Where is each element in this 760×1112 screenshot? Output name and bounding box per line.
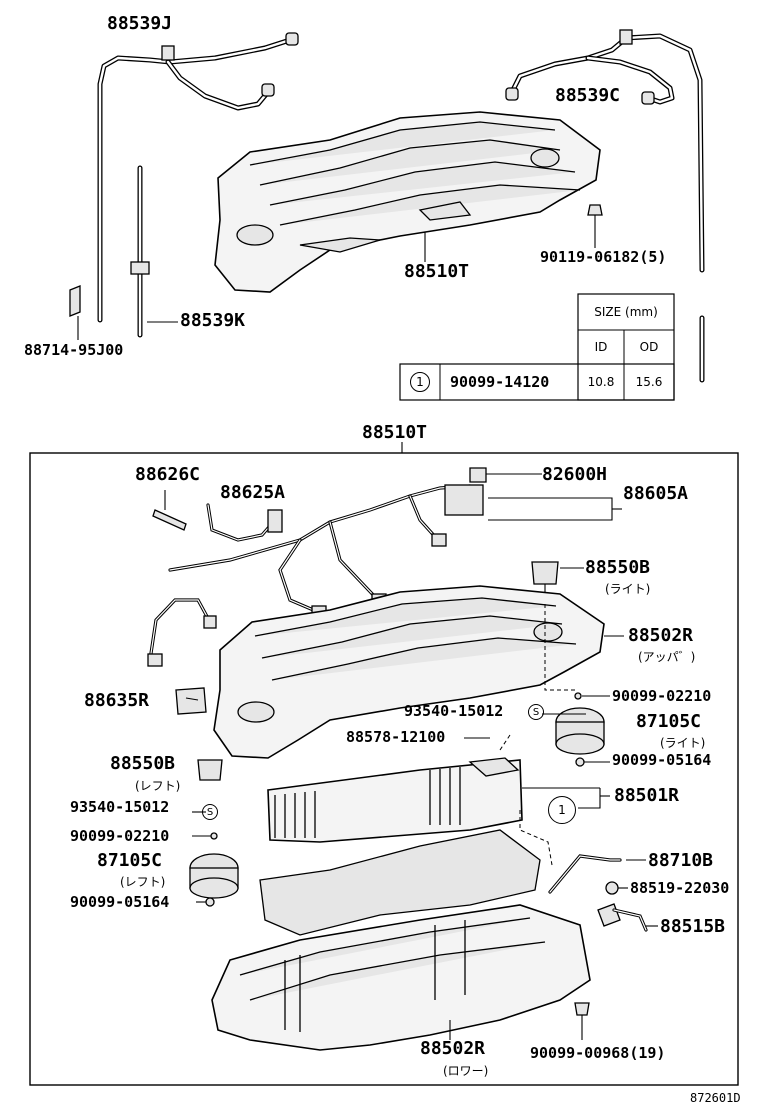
clip-88519 bbox=[605, 881, 628, 895]
label-90099-05164-right: 90099-05164 bbox=[612, 751, 712, 769]
size-table-col-id: ID bbox=[594, 340, 608, 354]
label-93540-15012-left: 93540-15012 bbox=[70, 798, 170, 816]
label-88578-12100: 88578-12100 bbox=[346, 728, 446, 746]
label-88710B: 88710B bbox=[648, 850, 714, 871]
size-table-id-value: 10.8 bbox=[587, 375, 615, 389]
label-90099-05164-left: 90099-05164 bbox=[70, 893, 170, 911]
leader-lines bbox=[185, 692, 610, 907]
label-88502R-lower: 88502R bbox=[420, 1038, 486, 1059]
label-90099-02210-right: 90099-02210 bbox=[612, 687, 712, 705]
size-table-header: SIZE (mm) bbox=[594, 305, 658, 319]
size-table-ref-circle: 1 bbox=[410, 372, 430, 392]
relay-82600H bbox=[469, 467, 542, 483]
blower-87105C-right bbox=[555, 707, 605, 755]
s-marker-left: S bbox=[202, 804, 218, 820]
air-conditioner-unit-top bbox=[214, 111, 601, 293]
size-table-lines bbox=[399, 293, 675, 401]
label-88539C: 88539C bbox=[555, 85, 621, 106]
evaporator-88501R bbox=[267, 757, 610, 843]
label-88502R-upper-note: (アッパ゛) bbox=[638, 650, 696, 664]
label-88626C: 88626C bbox=[135, 464, 201, 485]
label-88550B-left: 88550B bbox=[110, 753, 176, 774]
label-88502R-lower-note: (ロワー) bbox=[443, 1064, 489, 1078]
callout-1-marker: 1 bbox=[548, 796, 576, 824]
exploded-view-frame bbox=[29, 442, 739, 1086]
label-88539K: 88539K bbox=[180, 310, 246, 331]
wire-harness-88605A bbox=[147, 484, 622, 667]
label-87105C-right-note: (ライト) bbox=[660, 736, 706, 750]
size-table-col-od: OD bbox=[639, 340, 659, 354]
upper-case-88502R bbox=[213, 585, 624, 759]
label-88550B-right: 88550B bbox=[585, 557, 651, 578]
label-88625A: 88625A bbox=[220, 482, 286, 503]
servo-motor-88550B-left bbox=[197, 759, 223, 781]
blower-87105C-left bbox=[189, 853, 239, 899]
label-88550B-left-note: (レフト) bbox=[135, 779, 181, 793]
label-87105C-left: 87105C bbox=[97, 850, 163, 871]
hose-88539J bbox=[97, 32, 299, 323]
label-88501R: 88501R bbox=[614, 785, 680, 806]
label-88605A: 88605A bbox=[623, 483, 689, 504]
dashed-guides bbox=[499, 604, 578, 866]
size-table-id-wrap: 10.8 bbox=[578, 364, 624, 400]
label-82600H: 82600H bbox=[542, 464, 608, 485]
label-88515B: 88515B bbox=[660, 916, 726, 937]
label-88510T-top: 88510T bbox=[404, 261, 470, 282]
hose-88539K bbox=[130, 165, 178, 338]
label-90099-00968: 90099-00968(19) bbox=[530, 1044, 666, 1062]
size-table: SIZE (mm) bbox=[578, 294, 674, 330]
servo-88635R bbox=[175, 687, 207, 715]
label-88714-95J00: 88714-95J00 bbox=[24, 341, 124, 359]
expansion-valve-88515B bbox=[597, 903, 658, 932]
s-marker-right: S bbox=[528, 704, 544, 720]
label-87105C-left-note: (レフト) bbox=[120, 875, 166, 889]
hose-88539C bbox=[505, 29, 705, 383]
label-88502R-upper: 88502R bbox=[628, 625, 694, 646]
label-88539J: 88539J bbox=[107, 13, 173, 34]
diagram-code: 872601D bbox=[690, 1091, 741, 1105]
size-table-part: 90099-14120 bbox=[450, 373, 550, 391]
size-table-od-value: 15.6 bbox=[635, 375, 663, 389]
wire-harness-88625A bbox=[206, 503, 283, 542]
label-88519-22030: 88519-22030 bbox=[630, 879, 730, 897]
label-87105C-right: 87105C bbox=[636, 711, 702, 732]
label-88510T-frame: 88510T bbox=[362, 422, 428, 443]
label-90099-02210-left: 90099-02210 bbox=[70, 827, 170, 845]
size-table-col-od-wrap: OD bbox=[624, 330, 674, 364]
label-88635R: 88635R bbox=[84, 690, 150, 711]
lower-case-88502R bbox=[211, 829, 591, 1051]
size-table-od-wrap: 15.6 bbox=[624, 364, 674, 400]
bracket-88714 bbox=[69, 285, 81, 340]
sensor-88626C bbox=[152, 490, 187, 531]
screw-90099-00968 bbox=[574, 1002, 590, 1040]
label-88550B-right-note: (ライト) bbox=[605, 582, 651, 596]
label-93540-15012-right: 93540-15012 bbox=[404, 702, 504, 720]
size-table-col-id-wrap: ID bbox=[578, 330, 624, 364]
label-90119-06182: 90119-06182(5) bbox=[540, 248, 667, 266]
thermistor-88710B bbox=[548, 854, 646, 894]
screw-90119 bbox=[587, 204, 603, 248]
